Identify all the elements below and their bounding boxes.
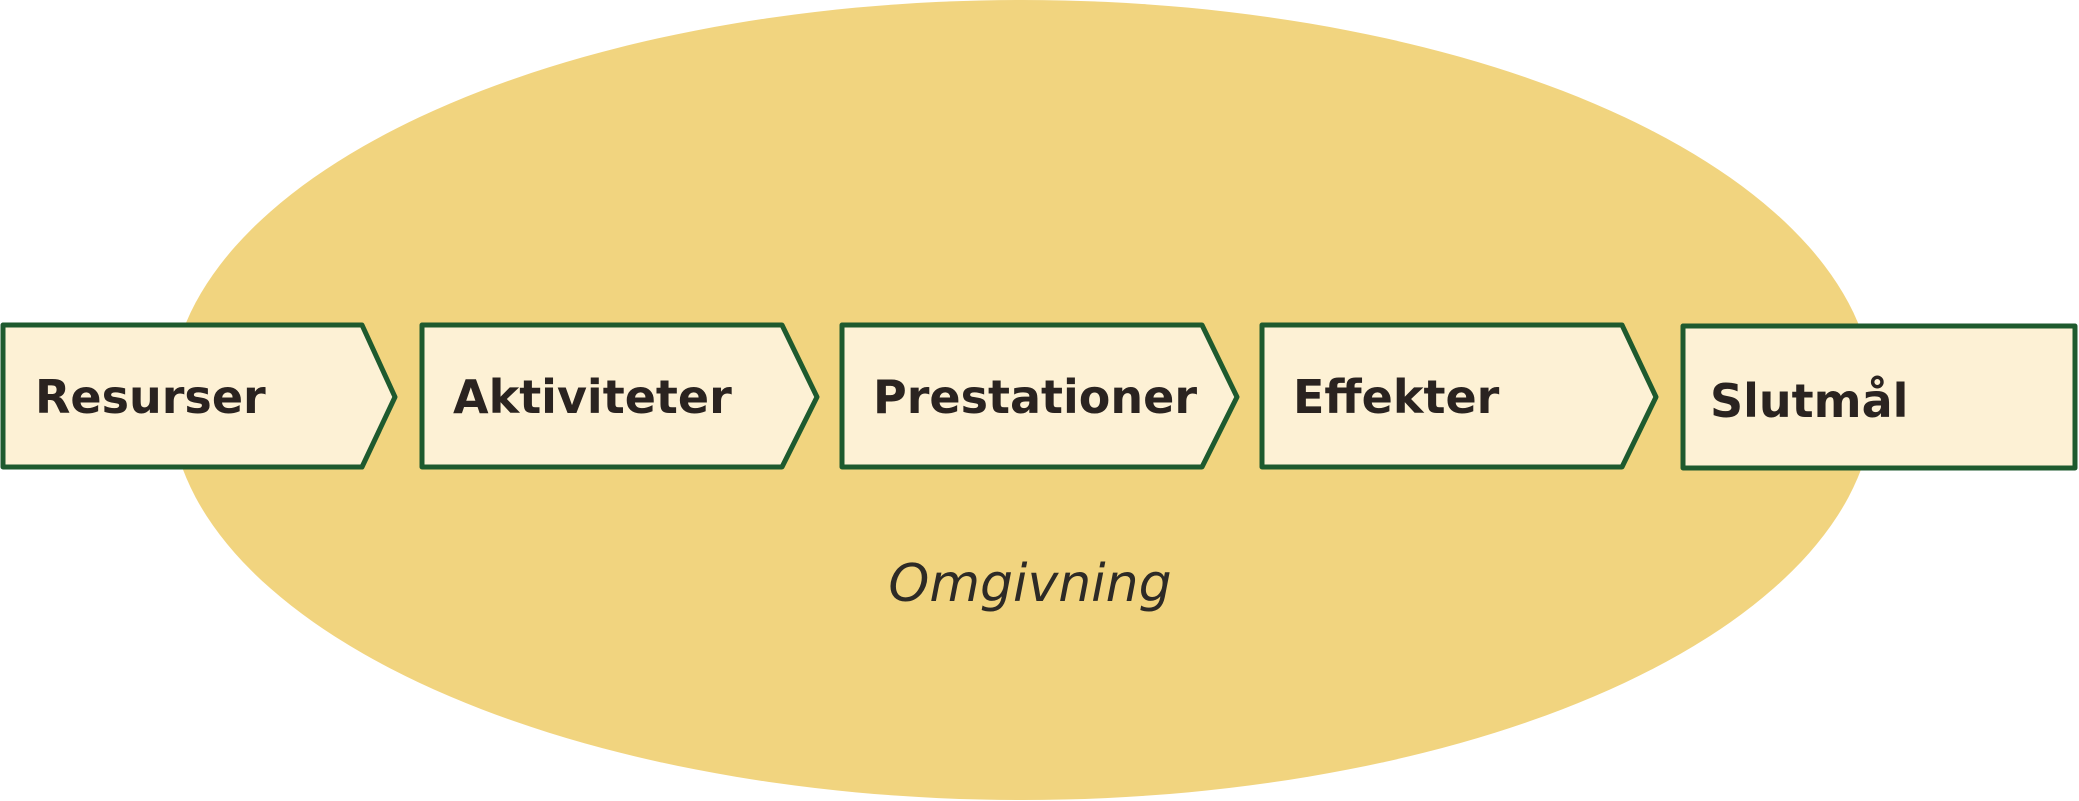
environment-label: Omgivning — [888, 554, 1171, 614]
step-label: Prestationer — [873, 370, 1197, 424]
end-box — [1680, 323, 2078, 471]
arrow-box — [0, 322, 398, 470]
step-label: Aktiviteter — [453, 370, 732, 424]
step-label: Slutmål — [1710, 374, 1908, 428]
arrow-box — [1259, 322, 1659, 470]
arrow-box — [839, 322, 1240, 470]
step-prestationer: Prestationer — [839, 322, 1240, 470]
step-label: Resurser — [35, 370, 266, 424]
step-label: Effekter — [1293, 370, 1500, 424]
step-effekter: Effekter — [1259, 322, 1659, 470]
step-aktiviteter: Aktiviteter — [419, 322, 820, 470]
arrow-box — [419, 322, 820, 470]
step-resurser: Resurser — [0, 322, 398, 470]
step-slutmal: Slutmål — [1680, 323, 2078, 471]
